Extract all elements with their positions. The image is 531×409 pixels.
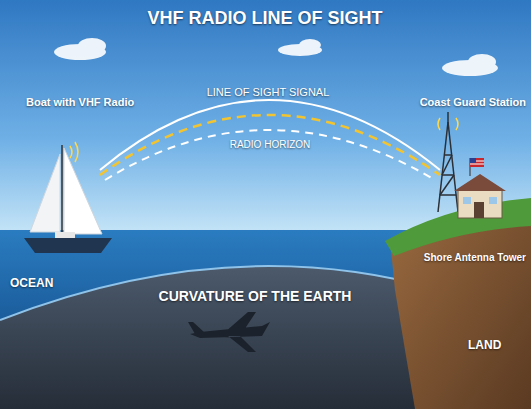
tower-label: Shore Antenna Tower	[424, 252, 526, 263]
earth-label-text: CURVATURE OF THE EARTH	[159, 288, 352, 304]
signal-arc	[100, 115, 440, 175]
tower-waves	[438, 118, 458, 130]
boat-waves	[70, 142, 78, 162]
sailboat	[24, 145, 112, 253]
boat-label-text: Boat with VHF Radio	[26, 96, 134, 108]
airplane-shadow	[188, 312, 270, 352]
earth-label: CURVATURE OF THE EARTH	[159, 288, 352, 304]
ocean-label: OCEAN	[10, 276, 53, 290]
signal-label-text: LINE OF SIGHT SIGNAL	[207, 86, 330, 98]
antenna-tower	[438, 112, 458, 212]
land-label: LAND	[468, 338, 501, 352]
signal-label: LINE OF SIGHT SIGNAL	[207, 86, 330, 98]
diagram-title: VHF RADIO LINE OF SIGHT	[147, 8, 382, 29]
coast-guard-house	[454, 158, 506, 218]
radio-horizon-arc	[105, 130, 435, 180]
horizon-label-text: RADIO HORIZON	[230, 139, 311, 150]
ocean-label-text: OCEAN	[10, 276, 53, 290]
line-of-sight-arc	[100, 100, 440, 170]
land-label-text: LAND	[468, 338, 501, 352]
station-label-text: Coast Guard Station	[420, 96, 526, 108]
earth-curve	[0, 266, 440, 409]
boat-label: Boat with VHF Radio	[26, 96, 134, 108]
earth-rim	[0, 266, 440, 320]
station-label: Coast Guard Station	[420, 96, 526, 108]
diagram-title-text: VHF RADIO LINE OF SIGHT	[147, 8, 382, 28]
clouds	[54, 38, 498, 76]
tower-label-text: Shore Antenna Tower	[424, 252, 526, 263]
horizon-label: RADIO HORIZON	[230, 139, 311, 150]
